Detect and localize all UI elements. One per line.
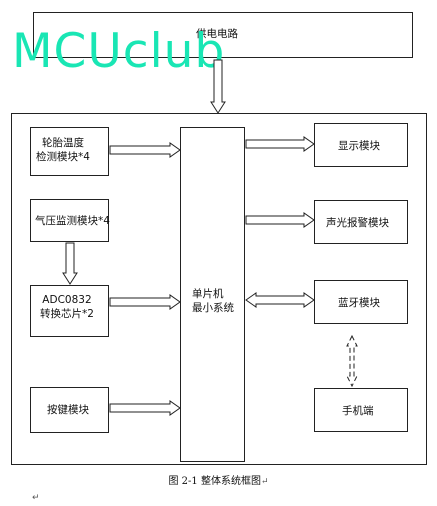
mcu-minimum-system-label: 单片机 最小系统 — [192, 288, 234, 314]
pressure-module-label: 气压监测模块*4 — [35, 215, 110, 227]
keys-module-label: 按键模块 — [47, 404, 89, 416]
mcu-to-display-arrow — [245, 136, 315, 152]
adc-chip-label: ADC0832 转换芯片*2 — [40, 294, 94, 320]
keys-module-box — [30, 387, 109, 433]
figure-caption-text: 图 2-1 整体系统框图 — [168, 476, 261, 487]
keys-to-mcu-arrow — [109, 400, 181, 416]
power-to-system-arrow — [210, 59, 226, 114]
phone-box — [314, 388, 408, 432]
alarm-module-label: 声光报警模块 — [326, 217, 389, 229]
tire-temperature-module-box — [30, 127, 109, 176]
pressure-to-adc-arrow — [62, 242, 78, 285]
power-supply-box — [33, 12, 413, 58]
mcu-to-alarm-arrow — [245, 212, 315, 228]
power-supply-label: 供电电路 — [196, 28, 238, 40]
mcu-bluetooth-bidirectional-arrow — [245, 292, 315, 308]
alarm-module-box — [314, 200, 408, 244]
display-module-label: 显示模块 — [338, 140, 380, 152]
adc-to-mcu-arrow — [109, 294, 181, 310]
tire-to-mcu-arrow — [109, 142, 181, 158]
mcu-minimum-system-box — [180, 127, 245, 462]
caption-paragraph-mark: ↵ — [260, 477, 269, 487]
display-module-box — [314, 123, 408, 167]
tire-temperature-module-label: 轮胎温度 检测模块*4 — [36, 137, 90, 163]
bluetooth-module-box — [314, 280, 408, 324]
adc-chip-box — [30, 285, 109, 337]
paragraph-mark: ↵ — [32, 493, 40, 503]
figure-caption: 图 2-1 整体系统框图↵ — [0, 472, 437, 487]
bluetooth-module-label: 蓝牙模块 — [338, 297, 380, 309]
pressure-module-box — [30, 199, 109, 242]
phone-label: 手机端 — [342, 405, 374, 417]
bluetooth-phone-wireless-link — [346, 334, 358, 388]
mcuclub-watermark: MCUclub — [12, 24, 226, 79]
